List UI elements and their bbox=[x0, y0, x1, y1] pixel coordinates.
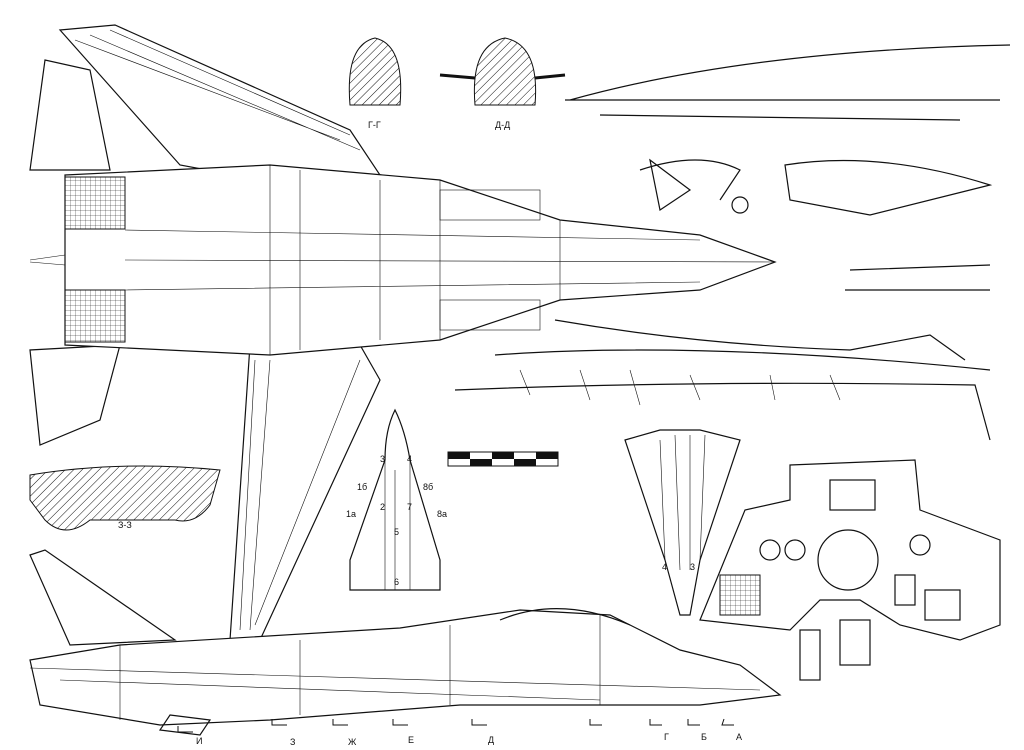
fuselage-side bbox=[29, 609, 782, 726]
station-label: 4 bbox=[407, 454, 412, 464]
station-marker: Ж bbox=[348, 737, 357, 747]
external-tank-side bbox=[454, 319, 991, 441]
station-label: 3 bbox=[380, 454, 385, 464]
station-label: 1а bbox=[346, 509, 356, 519]
section-z-z: З-З bbox=[29, 465, 221, 531]
station-marker: Г bbox=[664, 732, 669, 742]
lower-nozzle bbox=[64, 289, 126, 343]
station-label: 1б bbox=[357, 482, 367, 492]
station-markers: И З Ж Е Д Г Б А bbox=[177, 718, 742, 747]
rear-label: 3 bbox=[690, 562, 695, 572]
station-label: 5 bbox=[394, 527, 399, 537]
station-label: 6 bbox=[394, 577, 399, 587]
side-view bbox=[29, 549, 782, 736]
station-marker: Е bbox=[408, 735, 414, 745]
station-marker: Д bbox=[488, 735, 494, 745]
station-marker: И bbox=[196, 736, 202, 746]
lower-tailplane bbox=[29, 344, 121, 446]
fuselage-plan bbox=[64, 164, 777, 356]
upper-wing bbox=[58, 24, 382, 179]
section-label-g-g: Г-Г bbox=[368, 120, 381, 130]
plan-view bbox=[29, 24, 777, 641]
station-label: 8б bbox=[423, 482, 433, 492]
section-g-g: Г-Г bbox=[348, 37, 402, 130]
rear-label: 4 bbox=[662, 562, 667, 572]
upper-nozzle bbox=[64, 176, 126, 230]
station-label: 2 bbox=[380, 502, 385, 512]
vertical-tail bbox=[29, 549, 177, 646]
station-marker: З bbox=[290, 737, 295, 747]
station-marker: А bbox=[736, 732, 742, 742]
armament-rear-view: 4 3 bbox=[624, 429, 741, 616]
station-marker: Б bbox=[701, 732, 707, 742]
fuselage-side-detail bbox=[565, 44, 1011, 291]
armament-plan-view: 3 4 1б 8б 1а 8а 2 7 5 6 bbox=[346, 408, 447, 591]
station-label: 7 bbox=[407, 502, 412, 512]
cockpit-instrument-panel bbox=[699, 459, 1001, 681]
station-label: 8а bbox=[437, 509, 447, 519]
section-label-z-z: З-З bbox=[118, 520, 132, 530]
section-label-d-d: Д-Д bbox=[495, 120, 510, 130]
scale-bar bbox=[447, 451, 559, 467]
upper-tailplane bbox=[29, 59, 111, 171]
section-d-d: Д-Д bbox=[439, 37, 566, 130]
